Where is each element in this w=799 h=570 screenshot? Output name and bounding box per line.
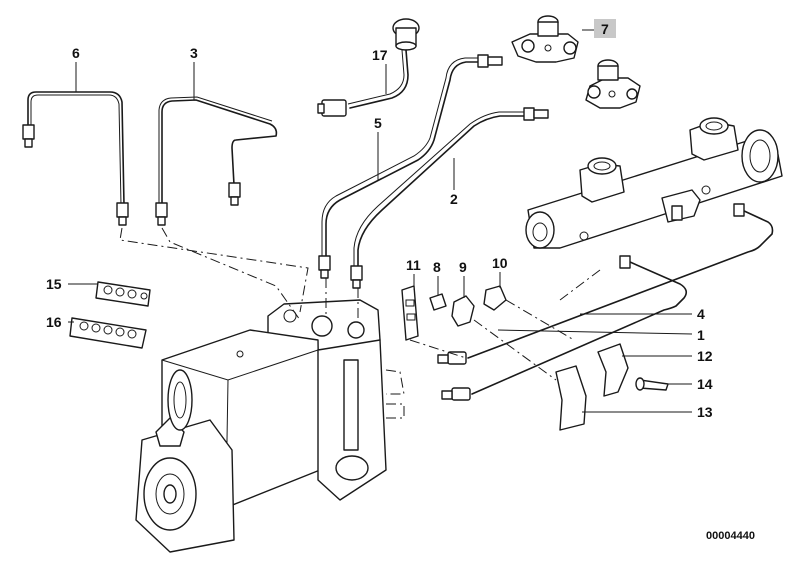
clip-15[interactable] <box>95 281 151 307</box>
connection-lines <box>119 227 601 419</box>
bracket-13[interactable] <box>555 365 587 431</box>
brake-pipe-6[interactable] <box>22 91 129 226</box>
holder-9[interactable] <box>451 295 475 327</box>
callout-2[interactable]: 2 <box>450 191 458 207</box>
bolt-14[interactable] <box>635 377 669 391</box>
callout-7[interactable]: 7 <box>601 21 609 37</box>
callout-12[interactable]: 12 <box>697 348 713 364</box>
clip-16[interactable] <box>69 317 147 349</box>
t-piece-upper[interactable] <box>511 15 579 63</box>
callout-4[interactable]: 4 <box>697 306 705 322</box>
callout-10[interactable]: 10 <box>492 255 508 271</box>
clip-11[interactable] <box>401 285 419 341</box>
callout-9[interactable]: 9 <box>459 259 467 275</box>
highlight-box <box>594 19 616 38</box>
callout-17[interactable]: 17 <box>372 47 388 63</box>
master-cylinder[interactable] <box>525 117 783 249</box>
holder-10[interactable] <box>483 285 507 311</box>
brake-pipe-1[interactable] <box>441 255 688 401</box>
brake-pipe-5[interactable] <box>318 54 503 279</box>
hydraulic-unit[interactable] <box>135 299 387 553</box>
bracket-12[interactable] <box>597 343 629 397</box>
leader-lines <box>68 29 693 413</box>
brake-pipe-4[interactable] <box>437 203 774 365</box>
t-piece-7[interactable] <box>585 59 641 109</box>
callout-11[interactable]: 11 <box>406 257 421 273</box>
drawing-number: 00004440 <box>706 530 755 542</box>
callout-8[interactable]: 8 <box>433 259 441 275</box>
callout-13[interactable]: 13 <box>697 404 713 420</box>
callout-14[interactable]: 14 <box>697 376 713 392</box>
callout-16[interactable]: 16 <box>46 314 62 330</box>
callout-1[interactable]: 1 <box>697 327 705 343</box>
grommet-8[interactable] <box>429 293 447 311</box>
callout-5[interactable]: 5 <box>374 115 382 131</box>
callout-6[interactable]: 6 <box>72 45 80 61</box>
callout-15[interactable]: 15 <box>46 276 62 292</box>
brake-pipe-3[interactable] <box>155 96 278 226</box>
pressure-switch-17[interactable] <box>317 18 420 117</box>
callout-3[interactable]: 3 <box>190 45 198 61</box>
brake-pipe-2[interactable] <box>350 107 549 289</box>
